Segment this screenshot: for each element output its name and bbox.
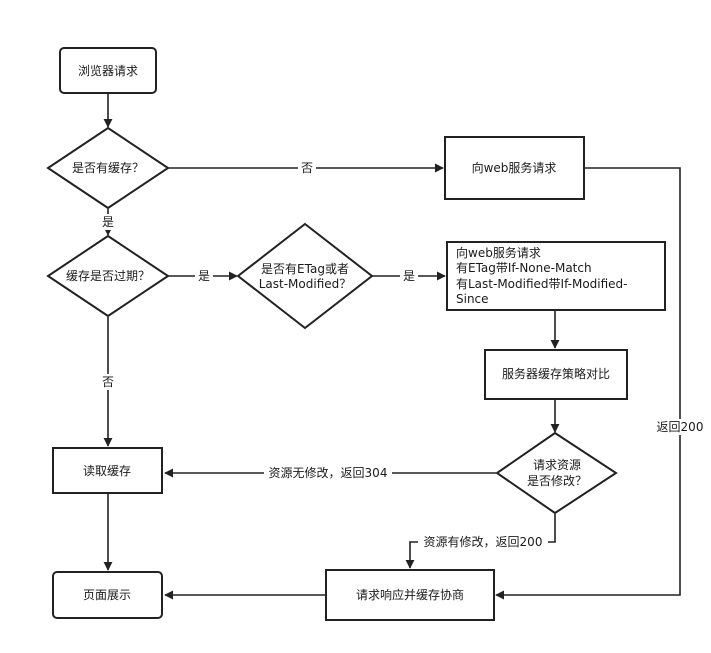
label-return-200: 返回200 <box>657 420 704 434</box>
node-browser-request: 浏览器请求 <box>59 47 157 94</box>
decision-has-etag-label-2: Last-Modified？ <box>259 277 352 291</box>
node-conditional-request-line-3: 有Last-Modified带If-Modified- <box>456 277 628 291</box>
decision-resource-modified-label-2: 是否修改？ <box>527 473 587 488</box>
label-yes-cache: 是 <box>102 215 114 229</box>
decision-has-cache: 是否有缓存？ <box>46 126 170 210</box>
label-modified-200: 资源有修改，返回200 <box>424 534 543 549</box>
decision-resource-modified: 请求资源 是否修改？ <box>495 431 618 515</box>
decision-has-cache-label: 是否有缓存？ <box>72 161 144 175</box>
node-conditional-request-line-1: 向web服务请求 <box>456 245 541 260</box>
node-response-and-cache-label: 请求响应并缓存协商 <box>356 587 464 602</box>
edges <box>103 93 681 600</box>
node-server-compare-label: 服务器缓存策略对比 <box>502 366 610 381</box>
node-request-server: 向web服务请求 <box>444 136 585 200</box>
edge-server-return-200 <box>495 167 681 600</box>
node-page-display: 页面展示 <box>52 571 163 619</box>
node-response-and-cache: 请求响应并缓存协商 <box>325 569 495 621</box>
node-read-cache: 读取缓存 <box>52 447 163 494</box>
node-conditional-request-line-2: 有ETag带If-None-Match <box>456 261 592 275</box>
node-read-cache-label: 读取缓存 <box>83 464 131 478</box>
decision-cache-expired-label: 缓存是否过期？ <box>66 269 150 283</box>
node-page-display-label: 页面展示 <box>83 588 131 602</box>
node-request-server-label: 向web服务请求 <box>472 160 557 175</box>
decision-has-etag: 是否有ETag或者 Last-Modified？ <box>236 222 374 330</box>
label-not-modified-304: 资源无修改，返回304 <box>269 465 388 480</box>
label-expired-yes: 是 <box>198 269 210 283</box>
decision-cache-expired: 缓存是否过期？ <box>46 234 170 318</box>
label-not-expired: 否 <box>102 375 114 389</box>
label-etag-yes: 是 <box>403 269 415 283</box>
node-conditional-request-line-4: Since <box>456 292 489 306</box>
decision-has-etag-label-1: 是否有ETag或者 <box>261 262 349 276</box>
decision-resource-modified-label-1: 请求资源 <box>533 458 581 472</box>
node-server-compare: 服务器缓存策略对比 <box>484 349 628 400</box>
node-conditional-request: 向web服务请求 有ETag带If-None-Match 有Last-Modif… <box>446 241 666 311</box>
node-browser-request-label: 浏览器请求 <box>78 63 138 78</box>
edge-labels: 否 是 是 是 否 资源无修改，返回304 资源有修改，返回200 返回200 <box>100 160 707 550</box>
label-no-cache: 否 <box>301 161 313 175</box>
